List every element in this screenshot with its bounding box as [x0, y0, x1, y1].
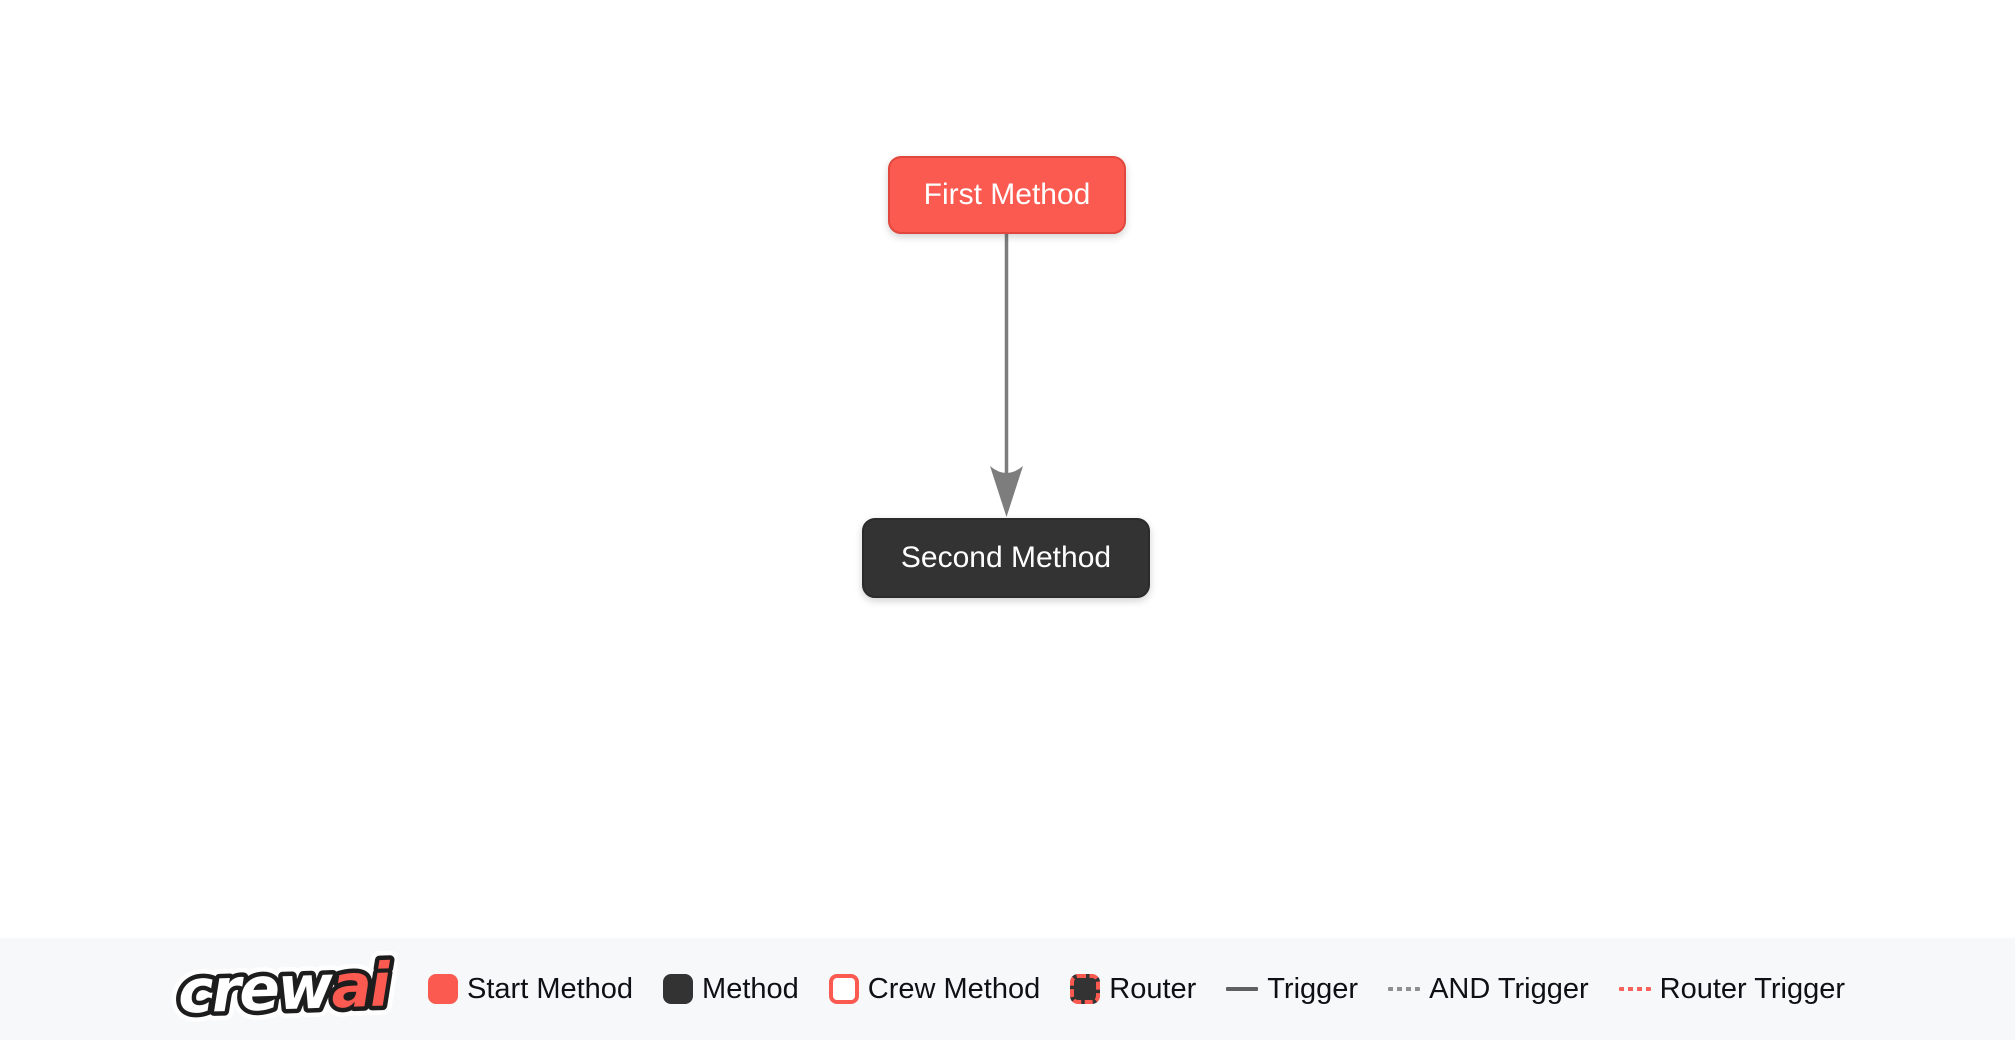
legend-item-and-trigger: AND Trigger — [1388, 973, 1589, 1006]
legend-item-method: Method — [663, 973, 799, 1006]
legend-item-crew-method: Crew Method — [828, 972, 1041, 1006]
method-swatch-icon — [663, 974, 694, 1004]
svg-text:crewai: crewai — [177, 950, 393, 1027]
and-trigger-line-icon — [1388, 987, 1421, 991]
router-trigger-line-icon — [1618, 987, 1651, 991]
legend-label: Crew Method — [867, 972, 1041, 1005]
legend-footer: crewai crewai crewai Start Method Method… — [0, 938, 2015, 1040]
trigger-line-icon — [1226, 987, 1259, 991]
trigger-edge-arrowhead-icon — [990, 466, 1023, 517]
legend-item-start-method: Start Method — [428, 973, 633, 1006]
node-first-method[interactable]: First Method — [888, 156, 1126, 234]
svg-text:crewai: crewai — [177, 950, 393, 1027]
legend-label: Trigger — [1267, 972, 1359, 1005]
legend-item-trigger: Trigger — [1226, 973, 1358, 1006]
legend-item-router-trigger: Router Trigger — [1618, 972, 1845, 1006]
router-swatch-icon — [1070, 974, 1101, 1004]
legend-label: Router Trigger — [1659, 972, 1845, 1005]
flow-canvas[interactable]: First Method Second Method — [0, 0, 2015, 938]
crew-method-swatch-icon — [828, 974, 859, 1004]
legend-label: AND Trigger — [1429, 972, 1589, 1005]
node-second-method[interactable]: Second Method — [862, 518, 1150, 598]
legend-label: Start Method — [467, 972, 634, 1005]
edge-layer — [990, 234, 1023, 517]
legend-label: Method — [702, 972, 799, 1005]
svg-text:crewai: crewai — [177, 950, 393, 1027]
legend-label: Router — [1109, 972, 1197, 1005]
crewai-logo: crewai crewai crewai — [169, 945, 400, 1033]
legend-item-router: Router — [1070, 973, 1196, 1006]
start-method-swatch-icon — [428, 974, 459, 1004]
